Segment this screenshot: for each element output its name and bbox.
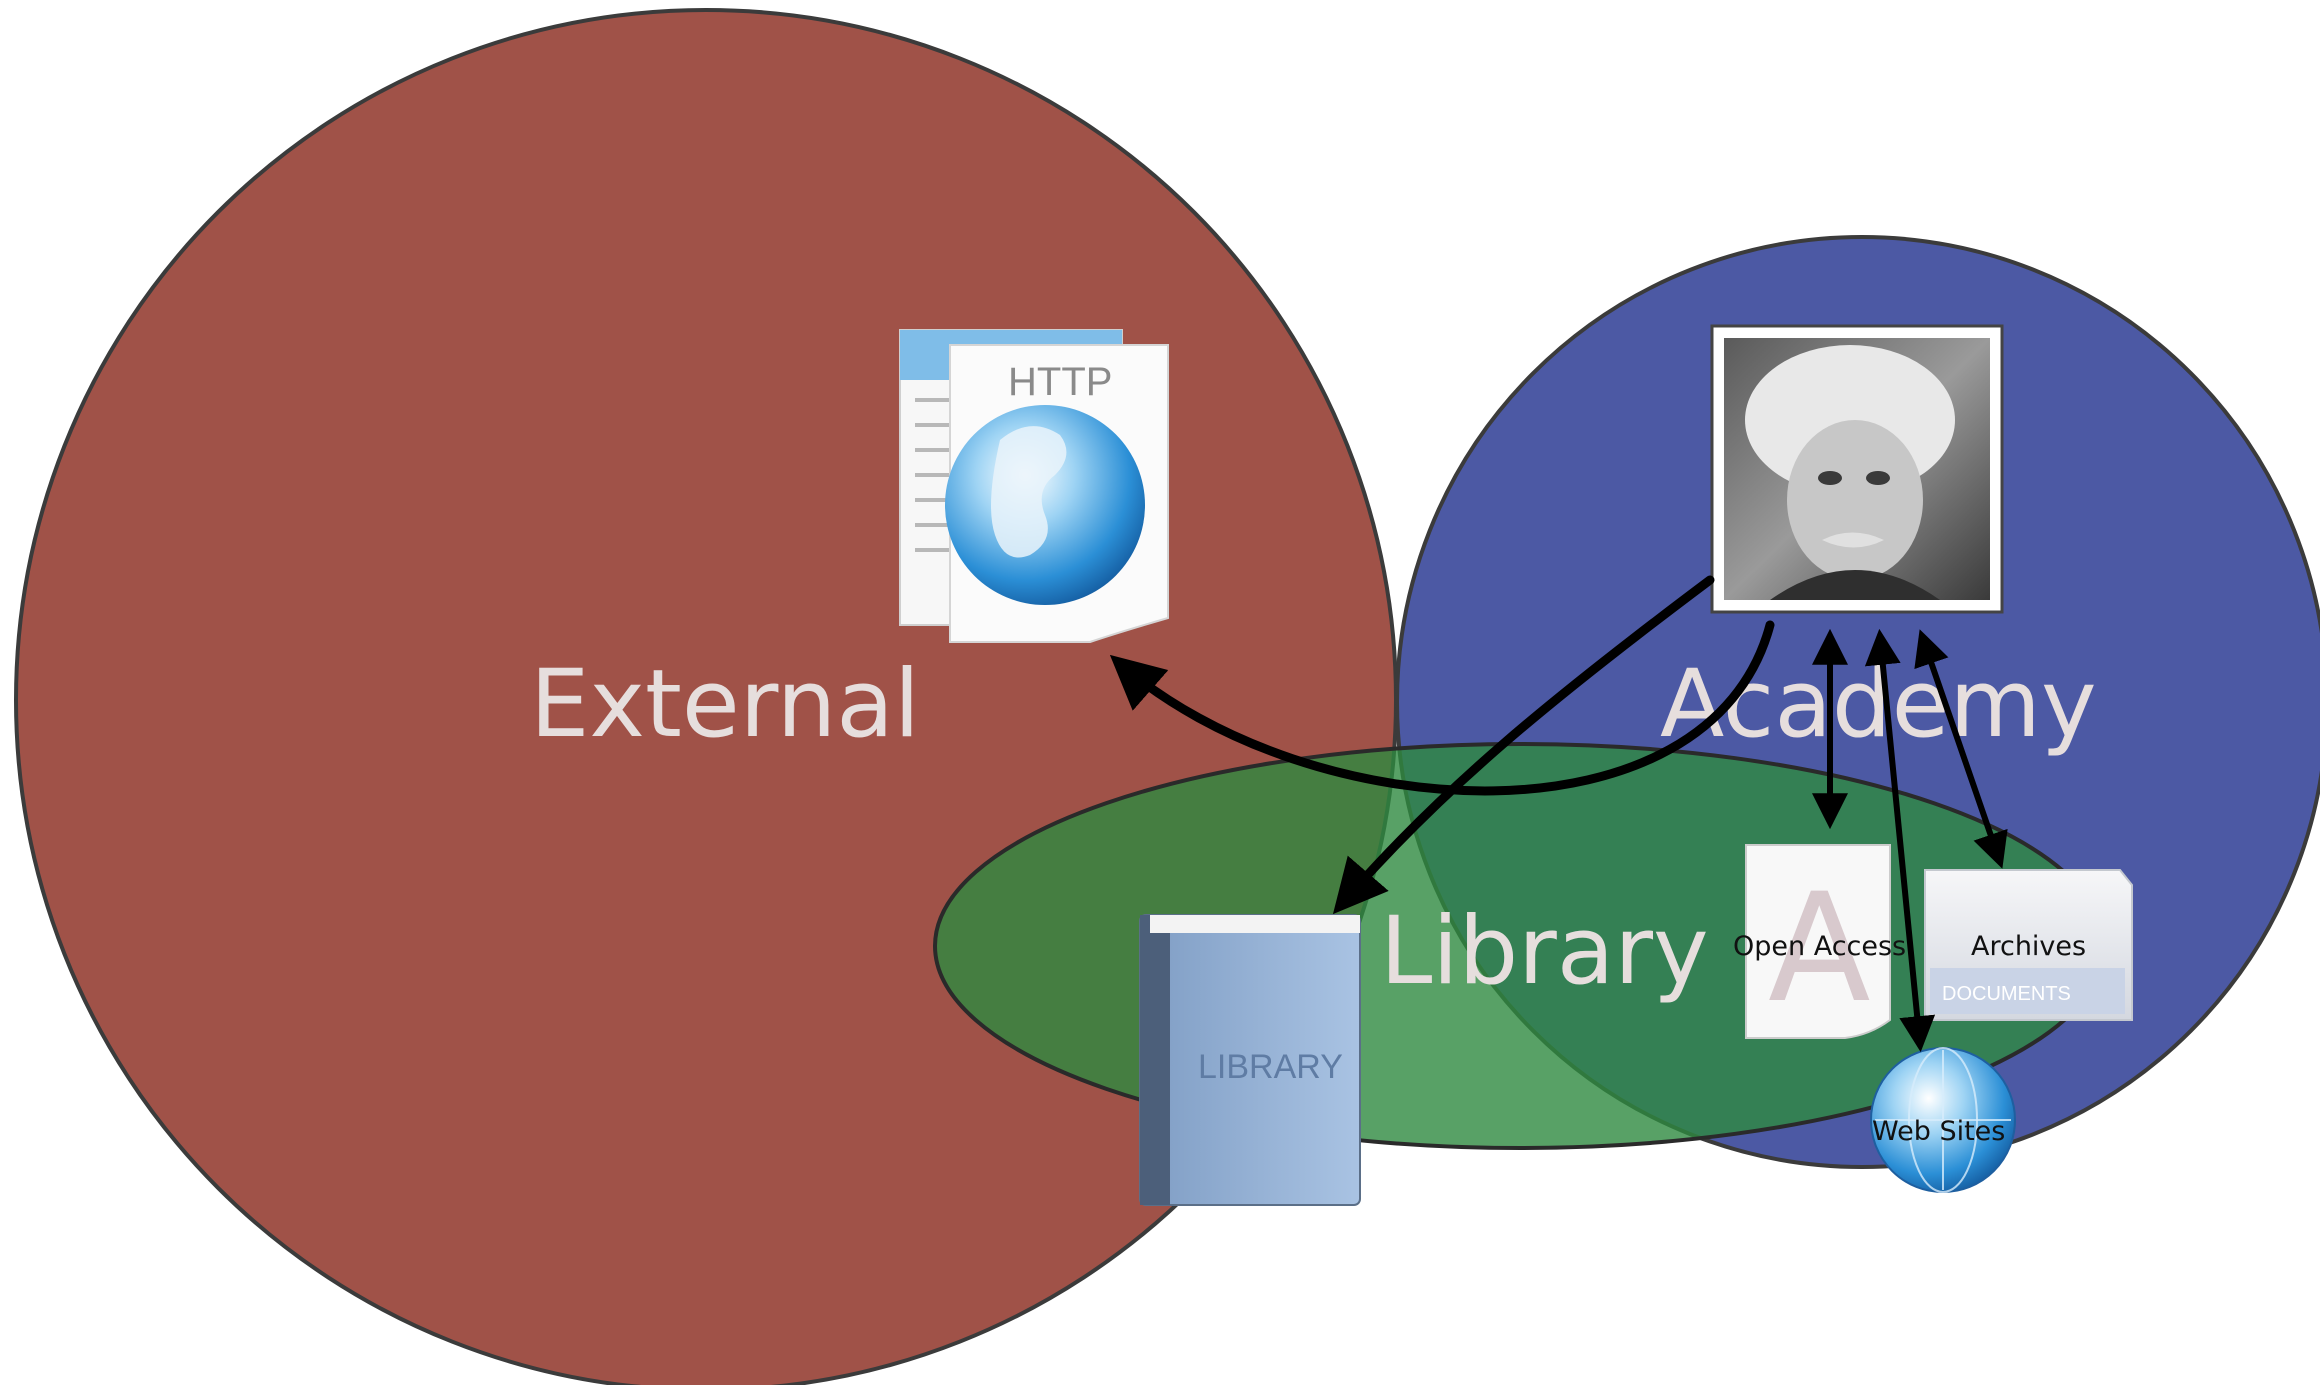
library-label: Library xyxy=(1380,897,1709,1006)
archives-label: Archives xyxy=(1971,931,2086,962)
open-access-glyph: A xyxy=(1768,862,1871,1036)
external-label: External xyxy=(530,650,920,759)
arrow-academy-web-sites xyxy=(1864,628,1936,1053)
http-text: HTTP xyxy=(1008,360,1112,404)
archives-folder-text: DOCUMENTS xyxy=(1942,983,2071,1005)
http-document-icon: HTTP xyxy=(899,329,1169,643)
open-access-icon: A Open Access xyxy=(1733,844,1906,1039)
web-sites-label: Web Sites xyxy=(1872,1116,2005,1147)
library-book-text: LIBRARY xyxy=(1198,1048,1343,1086)
library-book-icon: LIBRARY xyxy=(1139,914,1361,1206)
archives-icon: DOCUMENTS Archives xyxy=(1924,869,2133,1021)
arrows xyxy=(1109,575,2008,1053)
einstein-photo xyxy=(1710,324,2004,614)
open-access-label: Open Access xyxy=(1733,931,1906,962)
arrow-academy-archives xyxy=(1914,629,2008,869)
arrow-academy-to-library xyxy=(1332,575,1715,915)
web-sites-icon: Web Sites xyxy=(1870,1047,2016,1193)
arrow-academy-to-http xyxy=(1109,620,1775,796)
